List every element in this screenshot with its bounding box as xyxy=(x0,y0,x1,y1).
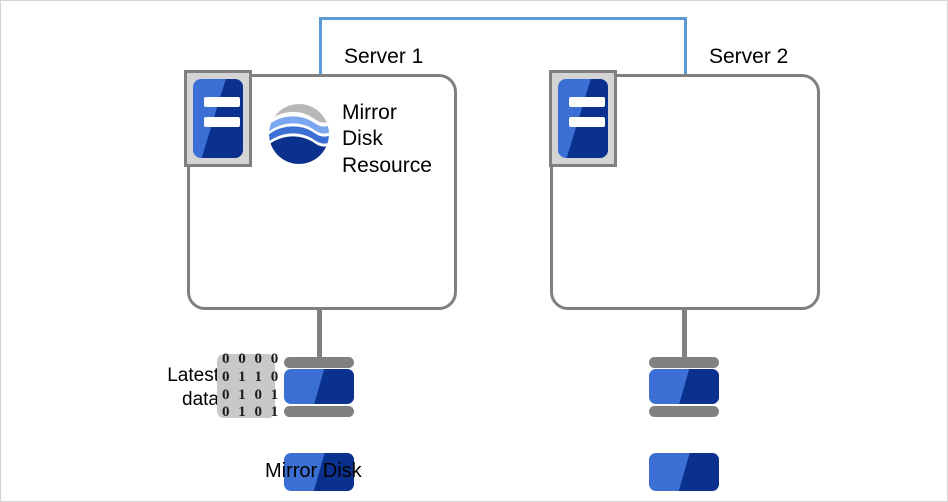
binary-data-chip: 0 0 0 0 0 1 1 0 0 1 0 1 0 1 0 1 xyxy=(217,351,281,420)
disk-pill-middle xyxy=(284,406,354,417)
binary-data-row: 0 1 0 1 xyxy=(222,404,281,421)
interconnect-line-left-drop xyxy=(319,17,322,79)
disk-pill-top xyxy=(284,357,354,368)
interconnect-line-right-drop xyxy=(684,17,687,79)
mirror-disk-server-2 xyxy=(649,357,719,491)
server-2-disk-connector xyxy=(682,309,687,361)
server-icon-bar-top xyxy=(569,97,605,107)
disk-block-upper xyxy=(284,369,354,404)
disk-pill-middle xyxy=(649,406,719,417)
server-icon-server-2 xyxy=(549,70,617,167)
server-icon-card xyxy=(193,79,243,158)
mirror-disk-label: Mirror Disk xyxy=(265,460,362,482)
globe-icon xyxy=(269,104,329,164)
server-icon-bar-top xyxy=(204,97,240,107)
server-1-label: Server 1 xyxy=(344,45,424,68)
binary-data-row: 0 0 0 0 xyxy=(222,351,281,368)
server-icon-server-1 xyxy=(184,70,252,167)
binary-data-row: 0 1 1 0 xyxy=(222,368,281,385)
disk-pill-top xyxy=(649,357,719,368)
server-2-label: Server 2 xyxy=(709,45,789,68)
server-icon-card xyxy=(558,79,608,158)
disk-block-upper xyxy=(649,369,719,404)
binary-data-row: 0 1 0 1 xyxy=(222,386,281,403)
interconnect-line-horizontal xyxy=(319,17,687,20)
server-1-disk-connector xyxy=(317,309,322,361)
disk-block-lower xyxy=(284,453,354,491)
latest-data-caption: Latest data xyxy=(167,365,219,411)
disk-block-lower xyxy=(649,453,719,491)
mirror-disk-server-1 xyxy=(284,357,354,491)
mirror-disk-resource-label: Mirror Disk Resource xyxy=(342,101,432,177)
server-icon-bar-bottom xyxy=(204,117,240,127)
server-icon-bar-bottom xyxy=(569,117,605,127)
